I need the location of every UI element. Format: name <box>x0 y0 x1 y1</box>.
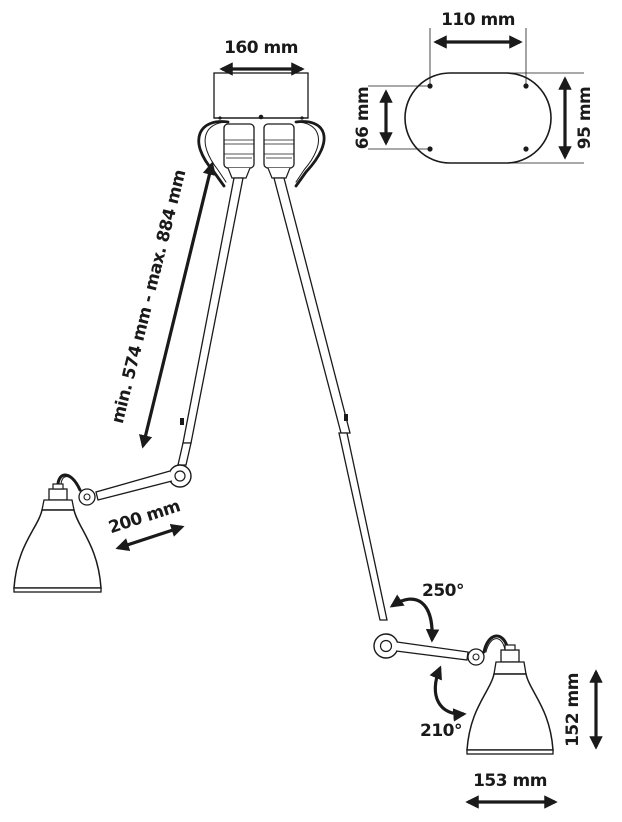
label-shade-height: 152 mm <box>563 673 583 747</box>
label-base-width: 160 mm <box>224 38 298 58</box>
label-rotation-upper: 250° <box>422 581 464 601</box>
dimension-arrows <box>115 35 603 809</box>
right-shade <box>466 634 554 755</box>
label-plate-hole-height: 66 mm <box>353 87 373 150</box>
ceiling-base <box>197 72 326 188</box>
ceiling-plate-top-view <box>368 28 584 164</box>
base-joint-left <box>223 123 255 179</box>
label-shade-width: 153 mm <box>473 771 547 791</box>
label-plate-width: 110 mm <box>441 10 515 30</box>
left-shade <box>13 473 102 593</box>
base-joint-right <box>263 123 295 179</box>
label-plate-height: 95 mm <box>575 87 595 150</box>
label-rotation-lower: 210° <box>420 721 462 741</box>
